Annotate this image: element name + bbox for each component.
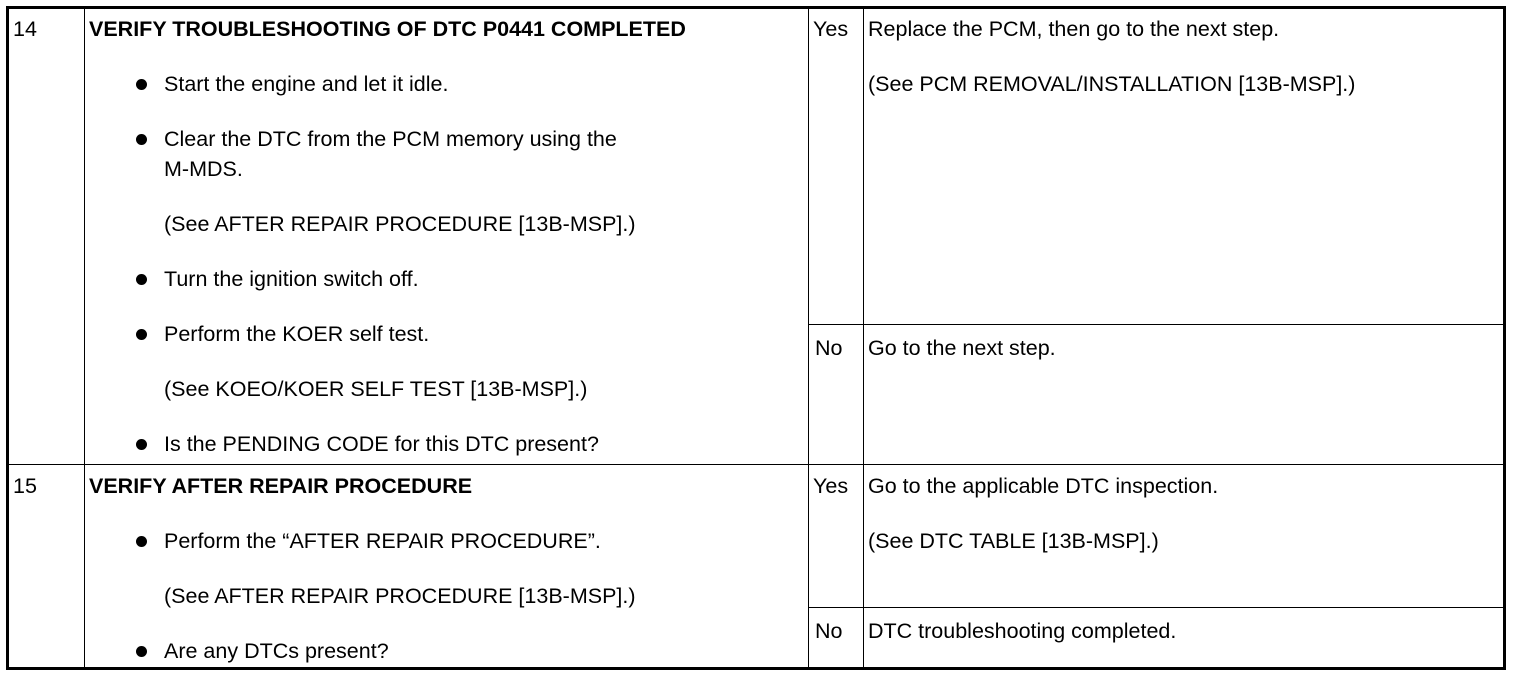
yes-action: Go to the applicable DTC inspection.: [868, 474, 1219, 498]
column-divider: [84, 9, 85, 667]
yes-action-reference: (See DTC TABLE [13B-MSP].): [868, 529, 1159, 553]
bullet-icon: [136, 274, 147, 285]
instruction-item: Are any DTCs present?: [164, 639, 389, 663]
yes-action-reference: (See PCM REMOVAL/INSTALLATION [13B-MSP].…: [868, 72, 1356, 96]
reference-note: (See AFTER REPAIR PROCEDURE [13B-MSP].): [164, 584, 636, 608]
step-number: 14: [13, 17, 37, 41]
step-title: VERIFY AFTER REPAIR PROCEDURE: [89, 474, 473, 498]
step-title: VERIFY TROUBLESHOOTING OF DTC P0441 COMP…: [89, 17, 686, 41]
yes-no-divider: [808, 607, 1503, 608]
instruction-item: Turn the ignition switch off.: [164, 267, 419, 291]
bullet-icon: [136, 134, 147, 145]
no-action: DTC troubleshooting completed.: [868, 619, 1177, 643]
no-label: No: [815, 619, 843, 643]
row-divider: [9, 464, 1503, 465]
troubleshooting-table: 14 VERIFY TROUBLESHOOTING OF DTC P0441 C…: [6, 6, 1506, 670]
bullet-icon: [136, 439, 147, 450]
instruction-item-continued: M-MDS.: [164, 157, 243, 181]
instruction-item: Clear the DTC from the PCM memory using …: [164, 127, 617, 151]
bullet-icon: [136, 79, 147, 90]
instruction-item: Start the engine and let it idle.: [164, 72, 449, 96]
yes-no-divider: [808, 324, 1503, 325]
column-divider: [863, 9, 864, 667]
no-label: No: [815, 336, 843, 360]
no-action: Go to the next step.: [868, 336, 1056, 360]
reference-note: (See AFTER REPAIR PROCEDURE [13B-MSP].): [164, 212, 636, 236]
instruction-item: Perform the KOER self test.: [164, 322, 430, 346]
bullet-icon: [136, 329, 147, 340]
step-number: 15: [13, 474, 37, 498]
yes-label: Yes: [813, 474, 849, 498]
bullet-icon: [136, 536, 147, 547]
column-divider: [808, 9, 809, 667]
reference-note: (See KOEO/KOER SELF TEST [13B-MSP].): [164, 377, 588, 401]
yes-label: Yes: [813, 17, 849, 41]
yes-action: Replace the PCM, then go to the next ste…: [868, 17, 1280, 41]
instruction-item: Perform the “AFTER REPAIR PROCEDURE”.: [164, 529, 601, 553]
instruction-item: Is the PENDING CODE for this DTC present…: [164, 432, 599, 456]
bullet-icon: [136, 646, 147, 657]
